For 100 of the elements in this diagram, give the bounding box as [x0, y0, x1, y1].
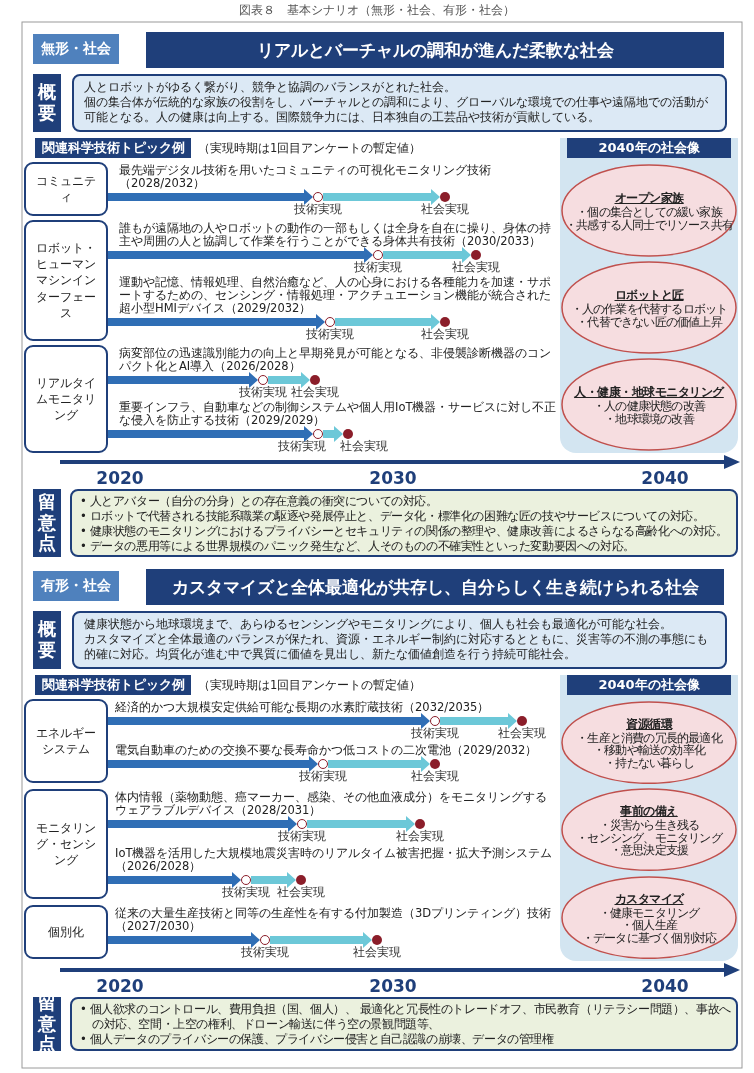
timeline-arrow	[108, 189, 313, 205]
panel-header: 2040年の社会像	[567, 675, 731, 695]
vision-panel	[560, 675, 738, 961]
ellipse-heading: 資源循環	[626, 715, 672, 732]
note-item: • データの悪用等による世界規模のパニック発生など、人そのものの不確実性といった変動要因への対応。	[80, 539, 636, 554]
vision-panel	[560, 138, 738, 453]
ellipse-item: ・人の健康状態の改善	[593, 400, 705, 413]
edge-label: 運動や記憶、情報処理、自然治癒など、人の心身における各種能力を加速・サポートするための、センシング・情報処理・アクチュエーション機能が統合された超小型HMIデバイス（2029/2032）	[119, 276, 552, 315]
note-item: • 健康状態のモニタリングにおけるプライバシーとセキュリティの関係の整理や、健康改善によるさらなる高齢化への対応。	[80, 524, 729, 539]
panel-header: 2040年の社会像	[567, 138, 731, 158]
milestone-dot	[440, 192, 450, 202]
ellipse-heading: オープン家族	[614, 190, 684, 206]
ellipse-item: ・災害から生き残る	[598, 819, 700, 832]
ellipse-item: ・意思決定支援	[609, 844, 689, 857]
year-label: 2020	[95, 468, 145, 488]
category-box: リアルタイムモニタリング	[24, 345, 108, 453]
milestone-label: 技術実現	[277, 830, 327, 842]
milestone-label: 技術実現	[277, 440, 327, 452]
summary-box	[72, 74, 727, 132]
vision-ellipse	[561, 788, 737, 872]
edge-label: 体内情報（薬物動態、癌マーカー、感染、その他血液成分）をモニタリングするウェアラブルデバイス（2028/2031）	[115, 791, 548, 817]
timeline-arrow	[108, 314, 325, 330]
milestone-dot	[415, 819, 425, 829]
timeline-arrow	[440, 713, 517, 729]
milestone-label: 社会実現	[352, 946, 402, 958]
note-item: • 個人データのプライバシーの保護、プライバシー侵害と自己認識の崩壊、データの管理権	[80, 1032, 555, 1047]
summary-text: カスタマイズと全体最適のバランスが保たれ、資源・エネルギー制約に対応するとともに、災害等の不測の事態にも的確に対応。均質化が進む中で異質に価値を見出し、新たな価値創造を行う持続可能社会。	[84, 632, 709, 662]
title-banner: リアルとバーチャルの調和が進んだ柔軟な社会	[146, 32, 724, 68]
milestone-label: 社会実現	[395, 830, 445, 842]
note-text: （実現時期は1回目アンケートの暫定値）	[198, 677, 422, 694]
notes-box	[70, 997, 738, 1051]
ellipse-item: ・持たない暮らし	[604, 756, 694, 770]
timeline-arrow	[108, 872, 241, 888]
edge-label: IoT機器を活用した大規模地震災害時のリアルタイム被害把握・拡大予測システム（2026/2028）	[115, 847, 554, 873]
topic-header: 関連科学技術トピック例	[35, 675, 191, 695]
figure-title: 図表８ 基本シナリオ（無形・社会、有形・社会）	[238, 3, 516, 18]
summary-text: 健康状態から地球環境まで、あらゆるセンシングやモニタリングにより、個人も社会も最適化が可能な社会。	[84, 617, 673, 632]
note-item: • ロボットで代替される技能系職業の駆逐や発展停止と、データ化・標準化の困難な匠の技やサービスについての対応。	[80, 509, 706, 524]
year-label: 2040	[640, 468, 690, 488]
timeline-arrow	[108, 426, 313, 442]
ellipse-item: ・人の作業を代替するロボット	[570, 303, 728, 316]
milestone-label: 技術実現	[238, 386, 288, 398]
ellipse-item: ・地球環境の改善	[604, 412, 694, 425]
milestone-label: 社会実現	[339, 440, 389, 452]
milestone-label: 技術実現	[221, 886, 271, 898]
milestone-circle	[260, 935, 270, 945]
milestone-circle	[313, 429, 323, 439]
milestone-label: 社会実現	[410, 770, 460, 782]
note-item: • 人とアバター（自分の分身）との存在意義の衝突についての対応。	[80, 494, 439, 509]
timeline-arrow	[323, 189, 440, 205]
milestone-circle	[325, 317, 335, 327]
title-banner: カスタマイズと全体最適化が共存し、自分らしく生き続けられる社会	[146, 569, 724, 605]
milestone-circle	[258, 375, 268, 385]
topic-header: 関連科学技術トピック例	[35, 138, 191, 158]
milestone-circle	[318, 759, 328, 769]
timeline-arrow	[270, 932, 372, 948]
milestone-label: 社会実現	[290, 386, 340, 398]
ellipse-item: ・個人生産	[621, 919, 677, 932]
timeline-arrow	[108, 816, 297, 832]
milestone-dot	[372, 935, 382, 945]
milestone-label: 社会実現	[420, 203, 470, 215]
vision-ellipse	[561, 358, 737, 451]
timeline-arrow	[108, 247, 373, 263]
milestone-label: 社会実現	[451, 261, 501, 273]
ellipse-item: ・データに基づく個別対応	[581, 931, 717, 945]
category-box: ロボット・ヒューマンマシンインターフェース	[24, 220, 108, 341]
milestone-label: 社会実現	[420, 328, 470, 340]
timeline-arrow	[108, 932, 260, 948]
edge-label: 誰もが遠隔地の人やロボットの動作の一部もしくは全身を自在に操り、身体の持主や周囲の人と協調して作業を行うことができる身体共有技術（2030/2033）	[119, 222, 552, 248]
milestone-label: 技術実現	[410, 727, 460, 739]
milestone-dot	[296, 875, 306, 885]
vision-ellipse	[561, 701, 737, 785]
ellipse-heading: カスタマイズ	[614, 890, 684, 907]
year-label: 2040	[640, 976, 690, 996]
milestone-dot	[471, 250, 481, 260]
year-label: 2030	[368, 976, 418, 996]
edge-label: 病変部位の迅速識別能力の向上と早期発見が可能となる、非侵襲診断機器のコンパクト化とAI導入（2026/2028）	[119, 347, 552, 373]
milestone-dot	[430, 759, 440, 769]
ellipse-item: ・移動や輸送の効率化	[593, 744, 705, 757]
category-box: モニタリング・センシング	[24, 789, 108, 899]
edge-label: 最先端デジタル技術を用いたコミュニティの可視化モニタリング技術（2028/2032）	[119, 164, 492, 190]
milestone-label: 技術実現	[293, 203, 343, 215]
milestone-label: 技術実現	[240, 946, 290, 958]
category-box: エネルギーシステム	[24, 699, 108, 783]
category-box: コミュニティ	[24, 162, 108, 216]
timeline-arrow	[335, 314, 440, 330]
milestone-circle	[373, 250, 383, 260]
side-label: 留意点	[33, 489, 61, 557]
milestone-label: 技術実現	[305, 328, 355, 340]
summary-text: 人とロボットがゆるく繋がり、競争と協調のバランスがとれた社会。	[84, 80, 457, 95]
ellipse-item: ・センシング、モニタリング	[576, 831, 722, 845]
notes-box	[70, 489, 738, 557]
edge-label: 従来の大量生産技術と同等の生産性を有する付加製造（3Dプリンティング）技術（2027/2030）	[115, 907, 553, 933]
milestone-circle	[430, 716, 440, 726]
milestone-label: 社会実現	[497, 727, 547, 739]
year-label: 2020	[95, 976, 145, 996]
summary-text: 個の集合体が伝統的な家族の役割をし、バーチャルとの調和により、グローバルな環境での仕事や遠隔地での活動が可能となる。人の健康は向上する。国際競争力には、日本独自の工芸品や技術が貢献している。	[84, 95, 709, 125]
ellipse-item: ・代替できない匠の価値上昇	[576, 315, 722, 328]
milestone-label: 社会実現	[276, 886, 326, 898]
timeline-arrow	[268, 372, 310, 388]
